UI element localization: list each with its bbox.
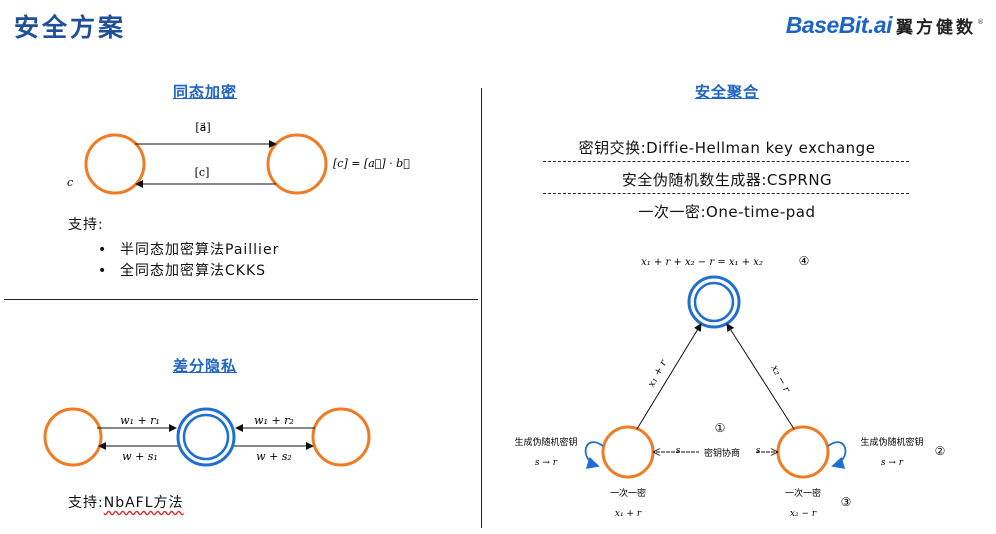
sa-key-agreement-label: 密钥协商 [704, 447, 740, 459]
sa-gen-left-formula: s → r [535, 458, 558, 468]
sa-step4-marker: ④ [799, 254, 810, 268]
he-method-item: 半同态加密算法Paillier [98, 240, 279, 261]
sa-server-node-inner [693, 281, 735, 323]
sa-step2-marker: ② [935, 444, 946, 458]
sa-otp-right-formula: x₂ − r [790, 509, 817, 519]
he-method-list: 半同态加密算法Paillier 全同态加密算法CKKS [68, 240, 279, 282]
sa-client-left-node [601, 425, 655, 479]
sa-protocol-line: 密钥交换:Diffie-Hellman key exchange [578, 139, 876, 157]
dp-diagram: w₁ + r₁ w + s₁ w₁ + r₂ w + s₂ [43, 407, 371, 467]
sa-section-title: 安全聚合 [694, 83, 760, 101]
sa-protocol-line: 安全伪随机数生成器:CSPRNG [621, 171, 833, 189]
dp-section-title: 差分隐私 [172, 357, 238, 375]
he-diagram: [a⃗] [c] c [c] = [a⃗] · b⃗ [67, 121, 410, 195]
sa-otp-right-label: 一次一密 [785, 487, 821, 499]
he-top-label: [a⃗] [195, 121, 210, 134]
sa-s-right-label: s [756, 446, 761, 456]
sa-otp-left-formula: x₁ + r [615, 509, 642, 519]
he-method-item: 全同态加密算法CKKS [98, 261, 279, 282]
sa-gen-right-formula: s → r [881, 458, 904, 468]
sa-top-formula: x₁ + r + x₂ − r = x₁ + x₂ [641, 257, 763, 268]
dp-right-node [311, 407, 371, 467]
logo-chinese-text: 翼方健数 [896, 18, 976, 38]
sa-protocol-line: 一次一密:One-time-pad [638, 203, 816, 221]
sa-right-edge-label: x₂ − r [769, 363, 793, 395]
he-bottom-label: [c] [195, 166, 210, 179]
sa-step1-marker: ① [715, 421, 726, 435]
sa-left-self-loop [584, 441, 604, 469]
he-section-title: 同态加密 [172, 83, 238, 101]
he-support-block: 支持: 半同态加密算法Paillier 全同态加密算法CKKS [68, 214, 279, 282]
sa-step3-marker: ③ [841, 495, 852, 509]
dp-bottom-right-label: w + s₂ [256, 450, 292, 463]
logo-text: BaseBit.ai [785, 12, 893, 38]
page-title: 安全方案 [14, 13, 127, 42]
dp-server-node-inner [182, 413, 230, 461]
he-support-label: 支持: [68, 217, 104, 233]
registered-mark: ® [977, 18, 984, 26]
horizontal-divider [4, 299, 478, 300]
sa-dashed-rule [543, 161, 909, 162]
dp-support-label: 支持: [68, 495, 104, 511]
sa-s-left-label: s [676, 446, 681, 456]
he-result-label: [c] = [a⃗] · b⃗ [333, 157, 410, 170]
sa-gen-left-label: 生成伪随机密钥 [514, 436, 577, 448]
dp-server-node-outer [176, 407, 236, 467]
sa-right-edge-arrow [726, 323, 795, 430]
sa-client-right-node [776, 425, 830, 479]
sa-server-node-outer [687, 275, 741, 329]
dp-top-right-label: w₁ + r₂ [254, 414, 294, 427]
dp-left-node [43, 407, 103, 467]
dp-method: NbAFL方法 [103, 495, 184, 511]
sa-dashed-rule [543, 193, 909, 194]
sa-gen-right-label: 生成伪随机密钥 [860, 436, 923, 448]
he-left-node [84, 133, 146, 195]
he-left-node-label: c [67, 176, 73, 189]
dp-bottom-left-label: w + s₁ [122, 450, 158, 463]
sa-left-edge-arrow [636, 323, 702, 430]
dp-top-left-label: w₁ + r₁ [120, 414, 160, 427]
sa-right-self-loop [827, 441, 847, 469]
vertical-divider [481, 88, 482, 528]
sa-diagram: x₁ + r + x₂ − r = x₁ + x₂ ④ x₁ + r x₂ − … [514, 254, 946, 519]
he-right-node [266, 133, 328, 195]
sa-left-edge-label: x₁ + r [646, 357, 670, 389]
brand-logo: BaseBit.ai 翼方健数 ® [786, 12, 984, 39]
dp-support-block: 支持:NbAFL方法 [68, 492, 184, 512]
sa-otp-left-label: 一次一密 [610, 487, 646, 499]
